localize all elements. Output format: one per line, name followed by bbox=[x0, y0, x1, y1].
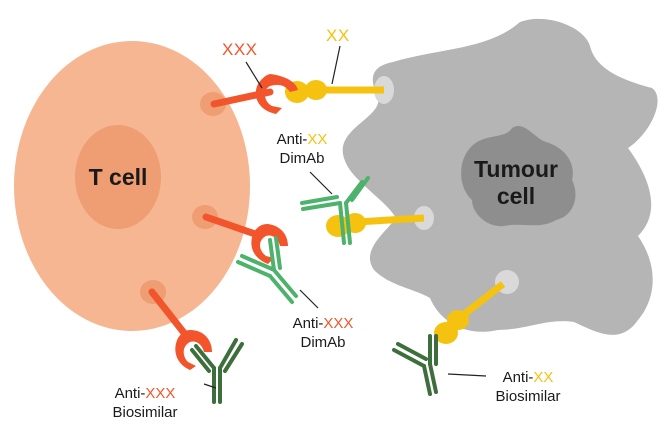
target-name: XX bbox=[307, 131, 328, 148]
target-name: XXX bbox=[145, 385, 176, 402]
leader-line-xx bbox=[331, 45, 341, 85]
antibody-type: DimAb bbox=[279, 150, 325, 167]
antibody-type: Biosimilar bbox=[112, 404, 178, 421]
xxx-receptor-icon bbox=[210, 74, 298, 114]
antibody-type: DimAb bbox=[300, 334, 346, 351]
target-name: XXX bbox=[323, 315, 354, 332]
anti-prefix: Anti- bbox=[276, 131, 308, 148]
tumour-cell-label-line1: Tumour bbox=[474, 156, 558, 182]
biosimilar-antibody-icon bbox=[392, 334, 438, 396]
tumour-cell-label: Tumour cell bbox=[462, 156, 570, 210]
anti-xxx-dimab-label: Anti-XXX DimAb bbox=[278, 314, 368, 352]
anti-xx-dimab-label: Anti-XX DimAb bbox=[262, 130, 342, 168]
xx-ligand-icon bbox=[285, 80, 384, 103]
leader-lines bbox=[203, 45, 487, 389]
biosimilar-antibody-icon bbox=[190, 338, 244, 404]
leader-line-anti-xxx-biosimilar bbox=[203, 383, 217, 389]
target-name: XX bbox=[533, 369, 554, 386]
xxx-receptor-icon bbox=[202, 213, 288, 264]
leader-line-anti-xxx-dimab bbox=[299, 289, 319, 309]
xxx-receptor-icon bbox=[148, 288, 212, 370]
leader-line-xxx bbox=[245, 61, 263, 89]
t-cell-label: T cell bbox=[88, 164, 148, 190]
anti-prefix: Anti- bbox=[292, 315, 324, 332]
antibody-type: Biosimilar bbox=[495, 388, 561, 405]
tumour-cell-label-line2: cell bbox=[496, 183, 536, 209]
anti-xxx-biosimilar-label: Anti-XXX Biosimilar bbox=[90, 384, 200, 422]
anti-prefix: Anti- bbox=[114, 385, 146, 402]
tumour-cell bbox=[342, 18, 658, 335]
xx-ligand-icon bbox=[434, 281, 506, 344]
dimab-antibody-icon bbox=[300, 176, 370, 245]
anti-prefix: Anti- bbox=[502, 369, 534, 386]
xxx-tag: XXX bbox=[222, 40, 258, 59]
t-cell-nucleus bbox=[75, 125, 161, 229]
xx-tag: XX bbox=[326, 26, 350, 45]
dimab-antibody-icon bbox=[236, 236, 298, 304]
leader-line-anti-xx-dimab bbox=[309, 171, 333, 195]
tumour-cell-nucleus bbox=[461, 125, 576, 227]
leader-line-anti-xx-biosimilar bbox=[447, 373, 487, 377]
anti-xx-biosimilar-label: Anti-XX Biosimilar bbox=[478, 368, 578, 406]
